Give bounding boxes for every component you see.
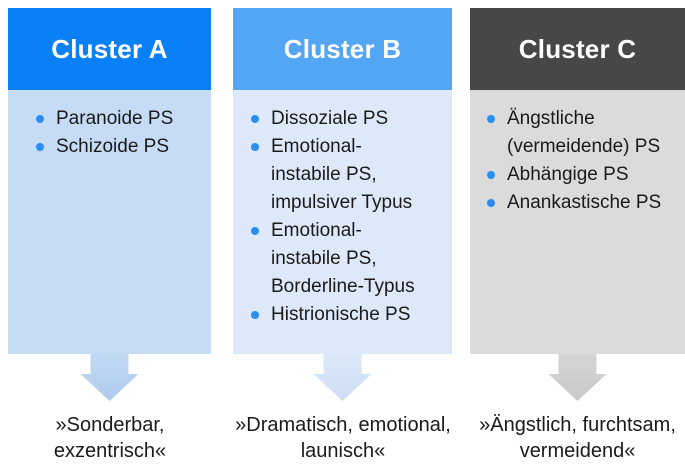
- bullet-icon: [251, 311, 259, 319]
- cluster-b-caption: »Dramatisch, emotional, launisch«: [235, 414, 451, 462]
- list-item-label: Schizoide PS: [56, 136, 170, 157]
- cluster-a-caption: »Sonderbar, exzentrisch«: [53, 414, 167, 462]
- list-item: Histrionische PS: [251, 301, 452, 329]
- bullet-icon: [487, 199, 495, 207]
- list-item-label: Emotional-instabile PS, impulsiver Typus: [271, 136, 413, 213]
- list-item-label: Emotional-instabile PS, Borderline-Typus: [271, 220, 415, 297]
- cluster-c-column: Cluster C Ängstliche (vermeidende) PS Ab…: [470, 8, 685, 401]
- cluster-c-caption: »Ängstlich, furchtsam, vermeidend«: [479, 414, 676, 462]
- list-item-label: Dissoziale PS: [271, 108, 389, 129]
- cluster-b-header: Cluster B: [233, 8, 452, 90]
- list-item-label: Anankastische PS: [507, 192, 662, 213]
- bullet-icon: [36, 115, 44, 123]
- cluster-a-title: Cluster A: [51, 33, 168, 64]
- cluster-c-title: Cluster C: [518, 33, 637, 64]
- cluster-c-header: Cluster C: [470, 8, 685, 90]
- list-item: Abhängige PS: [487, 161, 685, 189]
- list-item: Paranoide PS: [36, 105, 211, 133]
- list-item: Dissoziale PS: [251, 105, 452, 133]
- list-item: Anankastische PS: [487, 189, 685, 217]
- bullet-icon: [251, 227, 259, 235]
- cluster-c-body: Ängstliche (vermeidende) PS Abhängige PS…: [470, 90, 685, 354]
- list-item-label: Paranoide PS: [56, 108, 174, 129]
- cluster-a-body: Paranoide PS Schizoide PS: [8, 90, 211, 354]
- list-item: Emotional-instabile PS, Borderline-Typus: [251, 217, 452, 301]
- list-item-label: Histrionische PS: [271, 304, 411, 325]
- down-arrow-icon: [80, 354, 139, 401]
- bullet-icon: [487, 115, 495, 123]
- down-arrow-icon: [548, 354, 607, 401]
- cluster-b-title: Cluster B: [283, 33, 402, 64]
- down-arrow-icon: [313, 354, 372, 401]
- list-item-label: Ängstliche (vermeidende) PS: [507, 108, 661, 157]
- list-item-label: Abhängige PS: [507, 164, 629, 185]
- bullet-icon: [251, 143, 259, 151]
- cluster-a-column: Cluster A Paranoide PS Schizoide PS: [8, 8, 211, 401]
- bullet-icon: [487, 171, 495, 179]
- cluster-a-header: Cluster A: [8, 8, 211, 90]
- bullet-icon: [36, 143, 44, 151]
- bullet-icon: [251, 115, 259, 123]
- list-item: Schizoide PS: [36, 133, 211, 161]
- list-item: Emotional-instabile PS, impulsiver Typus: [251, 133, 452, 217]
- cluster-b-body: Dissoziale PS Emotional-instabile PS, im…: [233, 90, 452, 354]
- cluster-b-column: Cluster B Dissoziale PS Emotional-instab…: [233, 8, 452, 401]
- list-item: Ängstliche (vermeidende) PS: [487, 105, 685, 161]
